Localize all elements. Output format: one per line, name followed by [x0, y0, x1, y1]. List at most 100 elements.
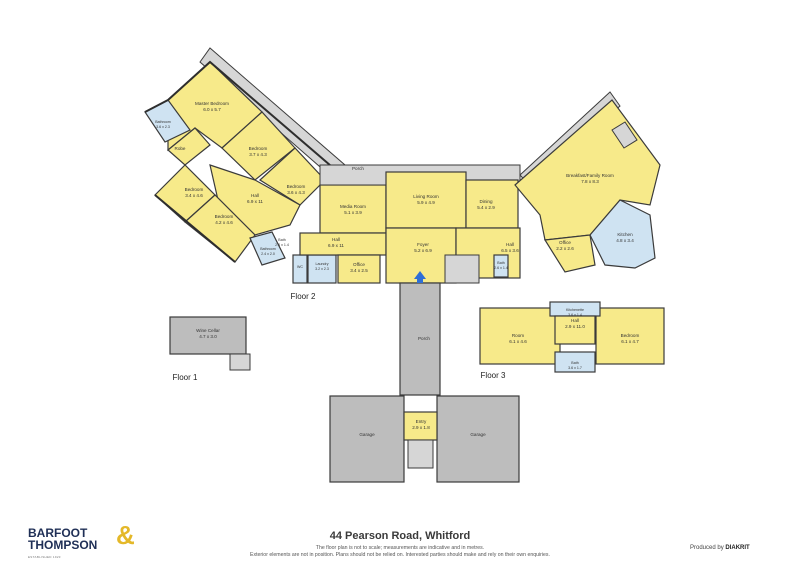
- label-bedroom-b-size: 3.6 x 4.3: [287, 190, 305, 195]
- right-wing: [514, 91, 661, 273]
- label-hall-media-size: 6.9 x 11: [328, 243, 344, 248]
- label-f3-bedroom-size: 6.1 x 4.7: [621, 339, 639, 344]
- label-office-left-size: 3.4 x 2.5: [350, 268, 368, 273]
- disclaimer-line-1: The floor plan is not to scale; measurem…: [315, 545, 485, 551]
- label-master-bathroom-size: 3.6 x 2.3: [156, 125, 170, 129]
- room-labels: Master Bedroom 6.0 x 5.7 Bathroom 3.6 x …: [155, 101, 639, 437]
- room-garage-left: [329, 395, 405, 483]
- label-laundry-size: 3.2 x 2.3: [315, 267, 329, 271]
- room-f3-hall: [554, 315, 596, 345]
- label-bedroom-c: Bedroom: [185, 187, 204, 192]
- label-bath-small-size: 2.6 x 1.4: [275, 243, 289, 247]
- label-f3-bedroom: Bedroom: [621, 333, 640, 338]
- left-wing: [144, 47, 387, 284]
- label-floor-3: Floor 3: [481, 371, 506, 380]
- label-bedroom-d-size: 4.2 x 4.6: [215, 220, 233, 225]
- label-bedroom-a-size: 3.7 x 4.3: [249, 152, 267, 157]
- produced-by-name: DIAKRIT: [725, 545, 750, 551]
- label-foyer: Foyer: [417, 242, 429, 247]
- label-dining-size: 5.4 x 2.9: [477, 205, 495, 210]
- label-media-room-size: 5.1 x 3.9: [344, 210, 362, 215]
- room-f3-room: [479, 307, 561, 365]
- room-f3-bedroom: [595, 307, 665, 365]
- label-floor-1: Floor 1: [173, 373, 198, 382]
- label-master-bedroom: Master Bedroom: [195, 101, 229, 106]
- label-breakfast-size: 7.8 x 8.3: [581, 179, 599, 184]
- label-f3-room-size: 6.1 x 4.6: [509, 339, 527, 344]
- label-wine-cellar-size: 4.7 x 3.0: [199, 334, 217, 339]
- central-block: [319, 164, 521, 396]
- room-wine-cellar: [169, 316, 247, 355]
- porch-mid-area: [399, 282, 441, 396]
- label-f3-hall: Hall: [571, 318, 579, 323]
- label-f3-hall-size: 2.9 x 11.0: [565, 324, 585, 329]
- label-floor-2: Floor 2: [291, 292, 316, 301]
- brand-ampersand: &: [116, 520, 135, 550]
- label-entry: Entry: [416, 419, 427, 424]
- label-hall-right-size: 6.5 x 3.6: [501, 248, 519, 253]
- label-porch-mid: Porch: [418, 336, 430, 341]
- label-bedroom-c-size: 3.4 x 4.6: [185, 193, 203, 198]
- label-living: Living Room: [413, 194, 439, 199]
- brand-line2: THOMPSON: [28, 538, 98, 552]
- label-bath-right: Bath: [497, 261, 504, 265]
- wing-walls: [144, 60, 346, 263]
- label-foyer-size: 5.2 x 6.9: [414, 248, 432, 253]
- cellar-stairs: [229, 353, 251, 371]
- room-living: [385, 171, 467, 229]
- property-address: 44 Pearson Road, Whitford: [329, 530, 471, 542]
- label-bathroom-left: Bathroom: [260, 247, 276, 251]
- brand-line1: BARFOOT: [28, 526, 88, 540]
- label-media-room: Media Room: [340, 204, 366, 209]
- produced-by-prefix: Produced by: [690, 545, 724, 551]
- room-f3-bath: [554, 351, 596, 373]
- label-hall-media: Hall: [332, 237, 340, 242]
- label-wine-cellar: Wine Cellar: [196, 328, 220, 333]
- label-hall-bed-size: 6.9 x 11: [247, 199, 263, 204]
- label-garage-left: Garage: [359, 432, 375, 437]
- label-bedroom-a: Bedroom: [249, 146, 268, 151]
- label-wc: WC: [297, 265, 303, 269]
- label-kitchenette-size: 3.6 x 1.4: [568, 313, 582, 317]
- label-f3-room: Room: [512, 333, 524, 338]
- stairs-central: [444, 254, 480, 284]
- disclaimer-line-2: Exterior elements are not in position. P…: [250, 552, 550, 558]
- label-bath-right-size: 2.6 x 1.4: [494, 266, 508, 270]
- room-laundry: [307, 254, 337, 284]
- label-dining: Dining: [479, 199, 492, 204]
- room-media: [319, 184, 387, 234]
- label-f3-bath: Bath: [571, 361, 578, 365]
- room-office-left: [337, 254, 381, 284]
- label-office-left: Office: [353, 262, 365, 267]
- label-office-right-size: 2.2 x 2.6: [556, 246, 574, 251]
- room-robe: [167, 127, 211, 166]
- label-bathroom-left-size: 2.4 x 2.0: [261, 252, 275, 256]
- label-master-bathroom: Bathroom: [155, 120, 171, 124]
- label-entry-size: 2.9 x 1.8: [412, 425, 430, 430]
- label-laundry: Laundry: [316, 262, 329, 266]
- room-garage-right: [436, 395, 520, 483]
- label-breakfast: Breakfast/Family Room: [566, 173, 614, 178]
- label-f3-bath-size: 3.6 x 1.7: [568, 366, 582, 370]
- label-kitchen-size: 4.8 x 3.4: [616, 238, 634, 243]
- label-bedroom-b: Bedroom: [287, 184, 306, 189]
- brand-tagline: ESTABLISHED 1923: [28, 555, 61, 559]
- label-living-size: 5.9 x 4.9: [417, 200, 435, 205]
- label-office-right: Office: [559, 240, 571, 245]
- room-wc: [292, 254, 308, 284]
- label-kitchenette: Kitchenette: [566, 308, 584, 312]
- room-office-right: [543, 234, 596, 273]
- entry-stairs: [407, 439, 434, 469]
- label-hall-bed: Hall: [251, 193, 259, 198]
- brand-logo: BARFOOT THOMPSON ESTABLISHED 1923 &: [28, 522, 135, 563]
- entry-arrow-stem: [417, 277, 423, 283]
- label-kitchen: Kitchen: [617, 232, 633, 237]
- label-garage-right: Garage: [470, 432, 486, 437]
- label-bedroom-d: Bedroom: [215, 214, 234, 219]
- room-entry: [403, 411, 438, 441]
- label-hall-right: Hall: [506, 242, 514, 247]
- fireplace: [611, 121, 638, 149]
- label-robe: Robe: [175, 146, 186, 151]
- room-bathroom-left: [249, 231, 286, 266]
